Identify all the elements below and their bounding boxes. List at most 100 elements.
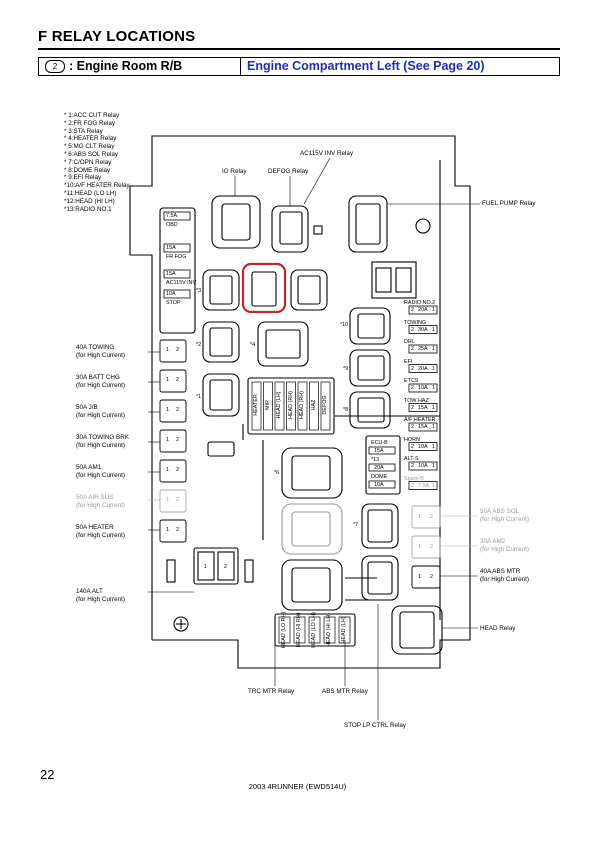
legend-item: * 1:ACC CUT Relay [64, 112, 120, 119]
terminal-label: 2 [430, 574, 433, 580]
callout-abs-mtr-relay: ABS MTR Relay [322, 688, 368, 695]
fuse [408, 461, 438, 471]
fuse-name: TOWING [404, 319, 427, 326]
ig-relay [211, 195, 261, 249]
location-name: : Engine Room R/B [69, 59, 183, 73]
vertical-fuse-name: HEAD (LO LH) [311, 612, 317, 648]
fuse-amp: 20A [418, 365, 428, 372]
fuse-amp: 10A [418, 385, 428, 391]
fusible-link-note: (for High Current) [76, 352, 125, 359]
alt-fusible-link [193, 547, 239, 585]
fusible-link-note: (for High Current) [76, 442, 125, 449]
vertical-fuse [323, 616, 336, 644]
terminal-label: 2 [411, 365, 414, 372]
fuse-amp: 10A [418, 443, 428, 450]
fusible-link-label: 140A ALT [76, 588, 103, 595]
fusible-link-note: (for High Current) [76, 472, 125, 479]
relay-star9 [349, 349, 391, 387]
terminal-label: 1 [432, 365, 435, 372]
terminal-label: 2 [176, 497, 179, 503]
fusible-link-note: (for High Current) [480, 516, 529, 523]
terminal-label: 1 [166, 527, 169, 533]
callout-stop-lp-relay: STOP LP CTRL Relay [344, 722, 407, 729]
relay-tag: *8 [343, 407, 349, 413]
terminal-label: 1 [432, 482, 435, 489]
relay-tag: *6 [274, 470, 280, 476]
fuse-amp: 20A [374, 464, 384, 471]
fusible-link-label: 40A ABS MTR [480, 568, 521, 575]
relay-tag: *9 [343, 366, 349, 372]
fuse [368, 480, 396, 489]
center-fuse-stack [368, 446, 396, 489]
left-fusible-link-boxes [159, 339, 187, 543]
right-fuse-stack [408, 305, 438, 490]
terminal-label: 2 [176, 377, 179, 383]
terminal-label: 2 [176, 437, 179, 443]
fusible-link-label: 50A ABS SOL [480, 508, 520, 515]
vertical-fuse-name: HEAD (LO RH) [281, 611, 287, 649]
fuse-name: FR FOG [166, 254, 187, 260]
vertical-fuse-name: HEAD (HI RH) [296, 612, 302, 648]
relay-star2 [202, 321, 240, 363]
relay-star8 [349, 391, 391, 429]
callout-trc-mtr-relay: TRC MTR Relay [248, 688, 295, 695]
terminal-label: 1 [418, 544, 421, 550]
terminal-label: 1 [432, 326, 435, 333]
terminal-label: 2 [430, 514, 433, 520]
terminal-label: 2 [411, 424, 414, 430]
vertical-fuse-name: HEAD (LH) [276, 391, 282, 419]
location-link[interactable]: Engine Compartment Left (See Page 20) [247, 59, 485, 73]
fuse-amp: 25A [418, 346, 428, 352]
vertical-fuse [251, 381, 262, 431]
fuse [408, 422, 438, 432]
fusible-link-note: (for High Current) [480, 546, 529, 553]
terminal-label: 2 [176, 347, 179, 353]
callout-ig-relay: IG Relay [222, 168, 247, 175]
legend-item: * 8:DOME Relay [64, 166, 111, 174]
terminal-label: 2 [411, 463, 414, 469]
terminal-label: 2 [411, 385, 414, 391]
relay-ac115v [290, 269, 328, 311]
fuse [163, 243, 191, 253]
fuse-name: ETCS [404, 378, 419, 384]
terminal-label: 1 [166, 467, 169, 473]
fuse [368, 446, 396, 455]
fuse [163, 211, 191, 221]
legend-item: * 7:C/OPN Relay [64, 158, 112, 166]
vertical-fuse [320, 381, 331, 431]
fuse-name: RADIO NO.2 [404, 300, 436, 306]
fusible-link-label: 30A BATT CHG [76, 374, 120, 381]
terminal-label: 1 [432, 385, 435, 391]
left-fuse-stack [163, 211, 191, 299]
fuse-amp: 15A [418, 424, 428, 430]
fuse-name: ECU-B [371, 440, 388, 446]
fuse-name: STOP [166, 300, 181, 306]
relay-large-gray [281, 503, 343, 555]
vertical-fuse [309, 381, 319, 431]
fuse-amp: 30A [418, 326, 428, 333]
block-outline [129, 135, 471, 669]
fuse-name: ALT-S [404, 456, 419, 462]
legend-item: *11:HEAD (LO LH) [64, 189, 117, 197]
fuse-name: EFI [404, 358, 413, 365]
terminal-label: 2 [411, 482, 414, 489]
terminal-label: 2 [176, 467, 179, 473]
vertical-fuse-name: MIR [264, 400, 271, 410]
right-fusible-link-boxes [411, 505, 441, 589]
vertical-fuse [274, 381, 285, 431]
fuse-name: DRL [404, 339, 415, 345]
vertical-fuse-name: DEFOG [322, 395, 328, 415]
fuse-amp: 20A [418, 307, 428, 313]
terminal-label: 1 [204, 564, 207, 570]
page-number: 22 [40, 767, 55, 782]
vertical-fuse [263, 381, 273, 431]
fuse [368, 463, 396, 472]
vertical-fuse [278, 616, 291, 644]
fuel-pump-relay [348, 195, 388, 253]
location-name-cell: 2: Engine Room R/B [39, 58, 241, 75]
relay-tag: *1 [196, 394, 202, 400]
fuse [408, 364, 438, 373]
fusible-link-label: 40A TOWING [76, 344, 115, 351]
vertical-fuse [286, 381, 296, 431]
terminal-label: 1 [166, 437, 169, 443]
